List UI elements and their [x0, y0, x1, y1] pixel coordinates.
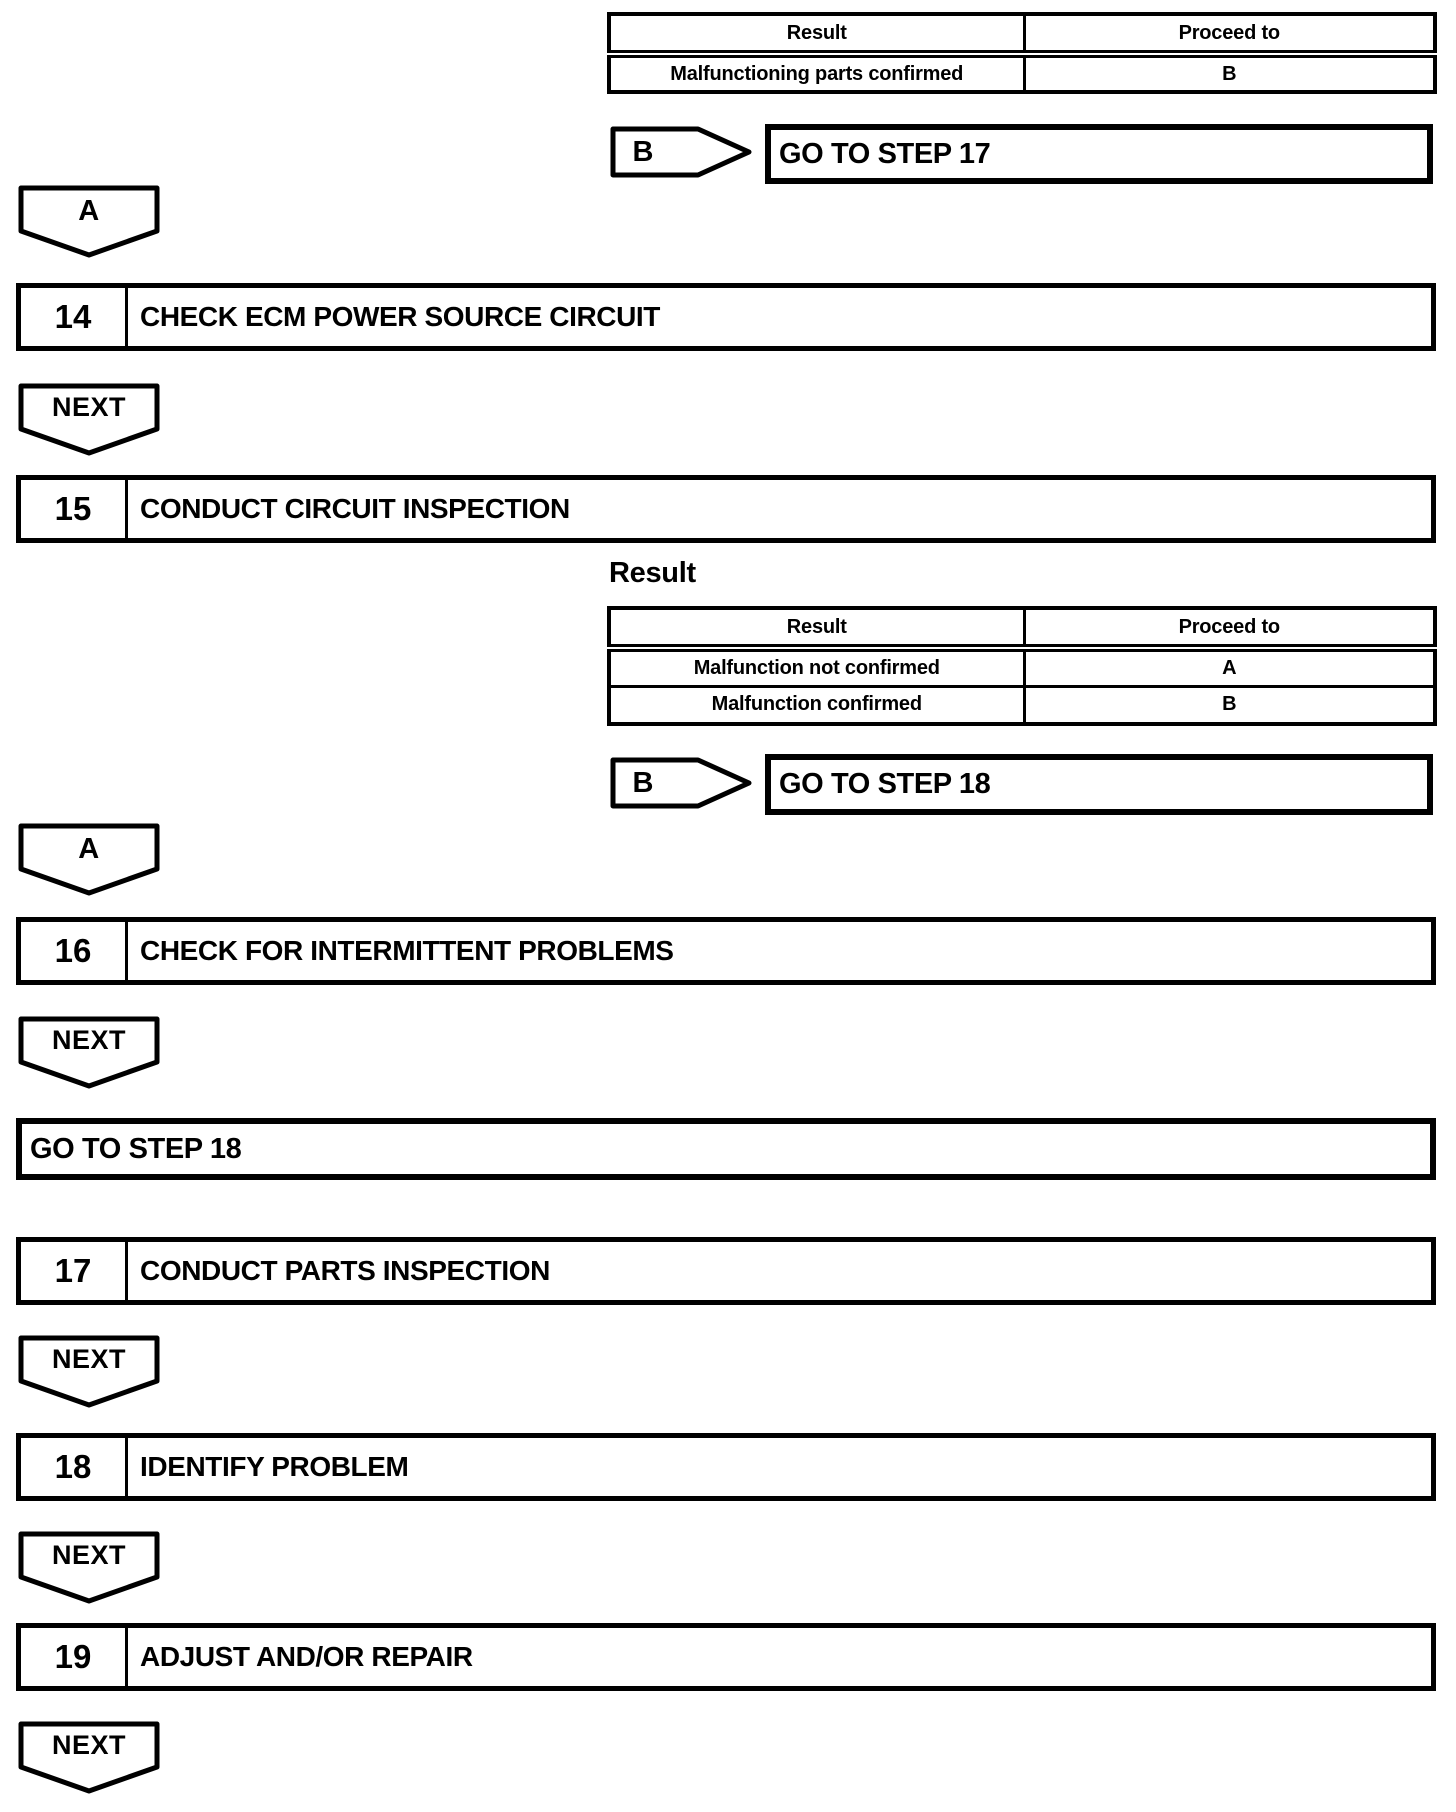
connector-b-label: B — [632, 767, 654, 799]
next-label: NEXT — [51, 1025, 126, 1055]
proceed-cell: A — [1022, 646, 1437, 688]
step-box-17: 17 CONDUCT PARTS INSPECTION — [16, 1237, 1436, 1305]
step-box-15: 15 CONDUCT CIRCUIT INSPECTION — [16, 475, 1436, 543]
connector-b-label: B — [632, 136, 654, 168]
right-arrow-pentagon-icon — [610, 757, 752, 809]
proceed-cell: B — [1022, 684, 1437, 726]
goto-step-18-standalone-label: GO TO STEP 18 — [30, 1132, 242, 1165]
step-15-title-cell: CONDUCT CIRCUIT INSPECTION — [128, 480, 1431, 538]
down-pentagon-icon — [18, 1335, 160, 1408]
goto-step-18-label: GO TO STEP 18 — [779, 768, 991, 800]
step-16-number-cell: 16 — [21, 922, 128, 980]
connector-b-arrow-1: B — [610, 126, 752, 178]
step-title: CONDUCT CIRCUIT INSPECTION — [140, 493, 570, 524]
step-number: 15 — [54, 490, 92, 527]
proceed-to-column-header: Proceed to — [1022, 606, 1437, 652]
proceed-to-column-header: Proceed to — [1022, 12, 1437, 58]
next-connector-3: NEXT — [18, 1335, 160, 1408]
table-row: Malfunction confirmed B — [607, 684, 1437, 726]
step-title: ADJUST AND/OR REPAIR — [140, 1641, 473, 1672]
step-title: CHECK FOR INTERMITTENT PROBLEMS — [140, 935, 674, 966]
step-14-title-cell: CHECK ECM POWER SOURCE CIRCUIT — [128, 288, 1431, 346]
step-box-18: 18 IDENTIFY PROBLEM — [16, 1433, 1436, 1501]
result-table-1-header-row: Result Proceed to — [607, 12, 1437, 58]
right-arrow-pentagon-icon — [610, 126, 752, 178]
step-18-title-cell: IDENTIFY PROBLEM — [128, 1438, 1431, 1496]
goto-step-18-box: GO TO STEP 18 — [765, 754, 1433, 815]
goto-step-17-label: GO TO STEP 17 — [779, 137, 991, 170]
result-cell: Malfunction not confirmed — [607, 646, 1026, 688]
down-pentagon-icon — [18, 383, 160, 456]
result-cell: Malfunctioning parts confirmed — [607, 52, 1026, 94]
down-pentagon-icon — [18, 1016, 160, 1089]
result-table-2-header-row: Result Proceed to — [607, 606, 1437, 652]
table-row: Malfunctioning parts confirmed B — [607, 52, 1437, 94]
down-pentagon-icon — [18, 185, 160, 258]
next-label: NEXT — [51, 1730, 126, 1760]
connector-b-arrow-2: B — [610, 757, 752, 809]
step-18-number-cell: 18 — [21, 1438, 128, 1496]
result-heading: Result — [609, 557, 696, 589]
connector-a-1: A — [18, 185, 160, 258]
step-number: 14 — [54, 298, 92, 335]
step-title: CHECK ECM POWER SOURCE CIRCUIT — [140, 301, 661, 332]
connector-a-2: A — [18, 823, 160, 896]
step-number: 19 — [54, 1638, 92, 1675]
connector-a-label: A — [78, 833, 100, 865]
step-title: CONDUCT PARTS INSPECTION — [140, 1255, 550, 1286]
step-19-number-cell: 19 — [21, 1628, 128, 1686]
step-17-number-cell: 17 — [21, 1242, 128, 1300]
step-14-number-cell: 14 — [21, 288, 128, 346]
proceed-cell: B — [1022, 52, 1437, 94]
step-17-title-cell: CONDUCT PARTS INSPECTION — [128, 1242, 1431, 1300]
step-box-16: 16 CHECK FOR INTERMITTENT PROBLEMS — [16, 917, 1436, 985]
down-pentagon-icon — [18, 1721, 160, 1794]
result-table-1: Result Proceed to Malfunctioning parts c… — [607, 12, 1437, 94]
next-label: NEXT — [51, 1344, 126, 1374]
step-number: 18 — [54, 1448, 92, 1485]
step-box-14: 14 CHECK ECM POWER SOURCE CIRCUIT — [16, 283, 1436, 351]
next-label: NEXT — [51, 392, 126, 422]
result-column-header: Result — [607, 12, 1026, 58]
result-column-header: Result — [607, 606, 1026, 652]
step-16-title-cell: CHECK FOR INTERMITTENT PROBLEMS — [128, 922, 1431, 980]
step-number: 16 — [54, 932, 92, 969]
step-19-title-cell: ADJUST AND/OR REPAIR — [128, 1628, 1431, 1686]
down-pentagon-icon — [18, 823, 160, 896]
goto-step-17-box: GO TO STEP 17 — [765, 124, 1433, 184]
step-15-number-cell: 15 — [21, 480, 128, 538]
result-cell: Malfunction confirmed — [607, 684, 1026, 726]
step-number: 17 — [54, 1252, 92, 1289]
down-pentagon-icon — [18, 1531, 160, 1604]
next-connector-1: NEXT — [18, 383, 160, 456]
step-box-19: 19 ADJUST AND/OR REPAIR — [16, 1623, 1436, 1691]
goto-step-18-standalone-box: GO TO STEP 18 — [16, 1118, 1436, 1180]
table-row: Malfunction not confirmed A — [607, 646, 1437, 688]
next-connector-2: NEXT — [18, 1016, 160, 1089]
step-title: IDENTIFY PROBLEM — [140, 1451, 409, 1482]
result-table-2: Result Proceed to Malfunction not confir… — [607, 606, 1437, 726]
connector-a-label: A — [78, 195, 100, 227]
next-connector-4: NEXT — [18, 1531, 160, 1604]
next-label: NEXT — [51, 1540, 126, 1570]
next-connector-5: NEXT — [18, 1721, 160, 1794]
